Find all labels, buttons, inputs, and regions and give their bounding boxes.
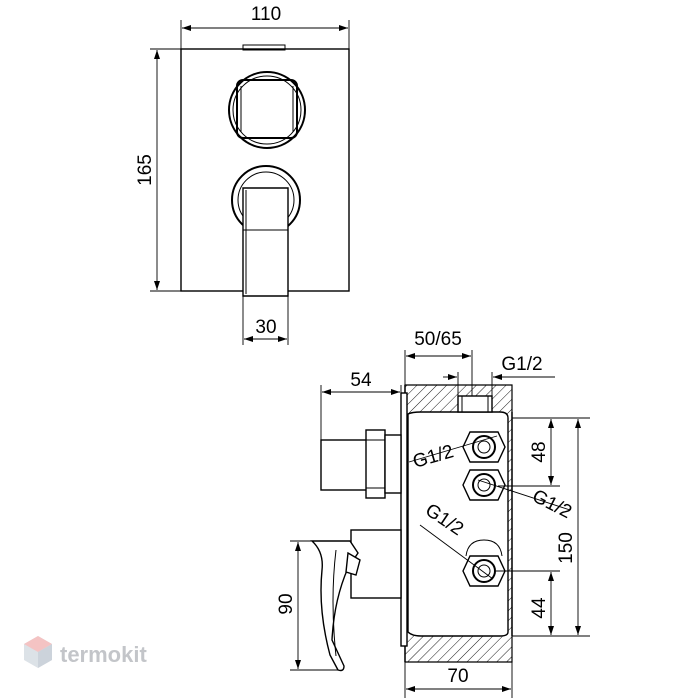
dim-bottom-44: 44 <box>496 570 560 635</box>
dim-width-70: 70 <box>404 662 513 698</box>
dim-width-110: 110 <box>180 4 350 49</box>
watermark-brand: termokit <box>60 642 147 667</box>
watermark: termokit <box>24 636 147 668</box>
diverter-knob-side <box>320 429 402 499</box>
side-depth-label: 50/65 <box>414 329 462 350</box>
termokit-logo-icon <box>24 636 52 668</box>
front-view: 110 165 30 <box>135 4 350 345</box>
dim-depth-50-65: 50/65 <box>404 329 473 396</box>
dim-height-150: 150 <box>512 419 590 637</box>
port-upper <box>462 431 506 463</box>
dim-height-165: 165 <box>135 48 181 292</box>
side-height-label: 150 <box>556 532 577 564</box>
dim-lever-30: 30 <box>242 296 289 345</box>
side-top-port-label: G1/2 <box>501 354 542 375</box>
dim-top-port: G1/2 <box>443 354 555 396</box>
mixer-lever-front <box>231 165 301 297</box>
side-handle-depth-label: 54 <box>350 370 372 391</box>
leader-port1 <box>408 435 498 463</box>
dim-lever-90: 90 <box>276 540 338 671</box>
side-bottom-spacing-label: 44 <box>529 597 550 619</box>
side-lever-height-label: 90 <box>276 593 297 614</box>
cover-plate <box>400 392 408 647</box>
leader-port2 <box>477 479 571 511</box>
mixer-lever-side <box>310 529 402 672</box>
front-width-label: 110 <box>251 4 281 25</box>
side-view: 50/65 G1/2 54 G1/2 G1/2 G1/2 48 <box>276 329 590 698</box>
side-spacing-label: 48 <box>529 441 550 462</box>
diverter-knob <box>228 71 306 149</box>
dim-spacing-48: 48 <box>498 417 590 487</box>
front-lever-width-label: 30 <box>255 317 276 338</box>
leader-port3 <box>419 524 494 580</box>
port-middle <box>462 469 506 501</box>
side-width-label: 70 <box>447 666 468 687</box>
port2-label: G1/2 <box>529 486 575 523</box>
front-height-label: 165 <box>135 154 156 186</box>
dim-handle-54: 54 <box>320 370 402 440</box>
top-port <box>457 395 493 413</box>
port-lower <box>462 539 506 587</box>
top-slot <box>242 44 286 51</box>
